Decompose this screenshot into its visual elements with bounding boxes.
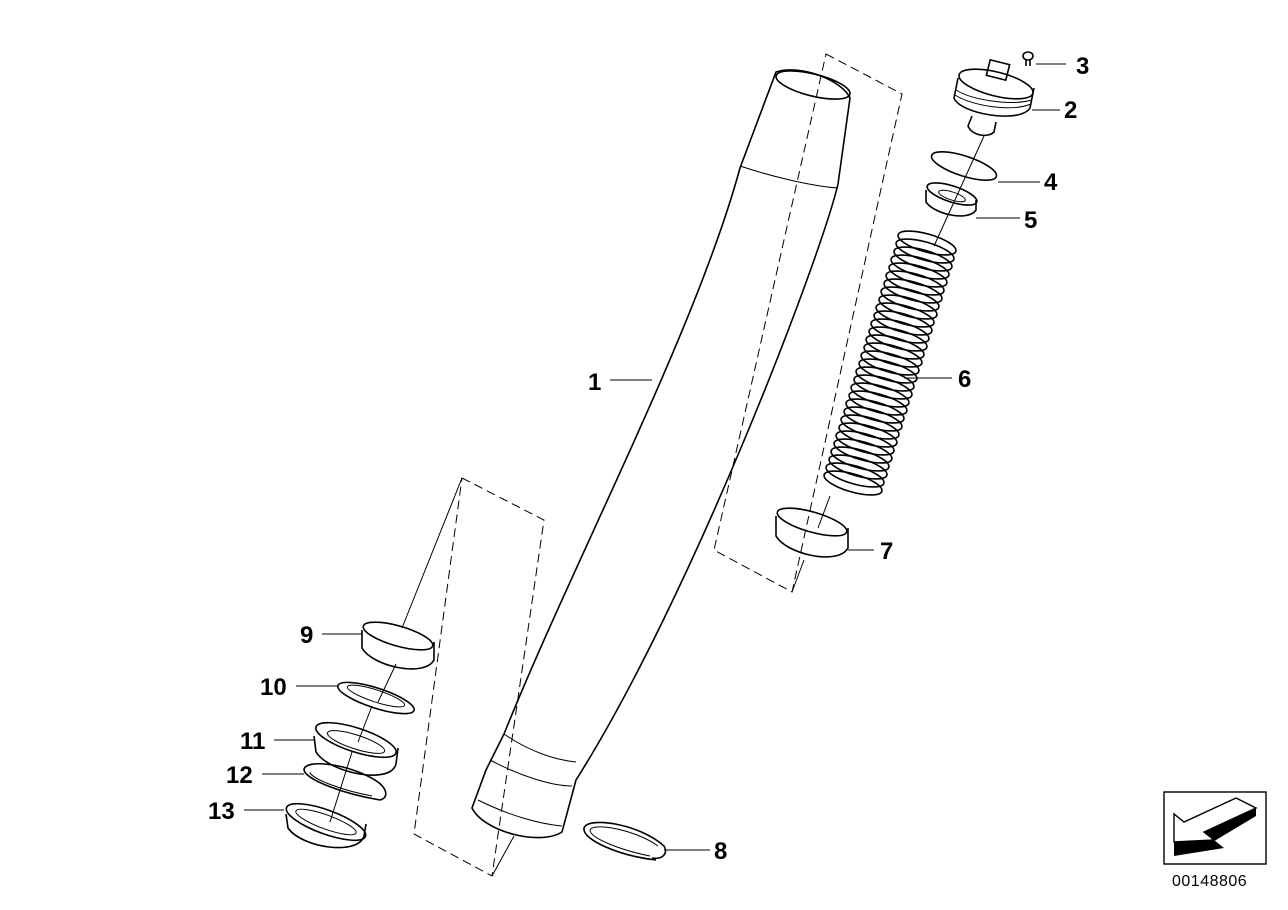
part-11-seal[interactable] <box>312 716 399 776</box>
callout-4: 4 <box>1044 169 1058 196</box>
callout-10: 10 <box>260 674 287 701</box>
part-8-circlip[interactable] <box>583 821 667 861</box>
callout-9: 9 <box>300 622 313 649</box>
callout-2: 2 <box>1064 97 1077 124</box>
callout-13: 13 <box>208 798 235 825</box>
part-3-screw[interactable] <box>1022 51 1034 66</box>
part-2-cap[interactable] <box>953 58 1036 137</box>
part-9-bushing[interactable] <box>361 616 436 670</box>
document-number: 00148806 <box>1172 873 1247 890</box>
part-7-sleeve[interactable] <box>775 502 850 558</box>
callout-8: 8 <box>714 838 727 865</box>
part-1-fork-tube[interactable] <box>471 65 853 839</box>
callout-5: 5 <box>1024 207 1037 234</box>
part-4-o-ring[interactable] <box>929 146 1000 186</box>
callout-7: 7 <box>880 538 893 565</box>
callout-3: 3 <box>1076 53 1089 80</box>
assembly-axis-lines <box>329 135 985 877</box>
callout-12: 12 <box>226 762 253 789</box>
part-12-snap-ring[interactable] <box>303 763 387 801</box>
direction-arrow-icon <box>1163 791 1267 865</box>
callout-11: 11 <box>240 728 265 755</box>
part-5-collar[interactable] <box>925 178 979 217</box>
callout-labels: 1 2 3 4 5 6 7 8 9 10 11 12 13 <box>208 53 1089 865</box>
callout-1: 1 <box>588 369 601 396</box>
part-10-washer[interactable] <box>335 676 417 720</box>
part-13-dust-cover[interactable] <box>282 796 369 849</box>
callout-6: 6 <box>958 366 971 393</box>
leader-lines <box>244 63 1066 851</box>
part-6-spring[interactable] <box>822 226 959 500</box>
